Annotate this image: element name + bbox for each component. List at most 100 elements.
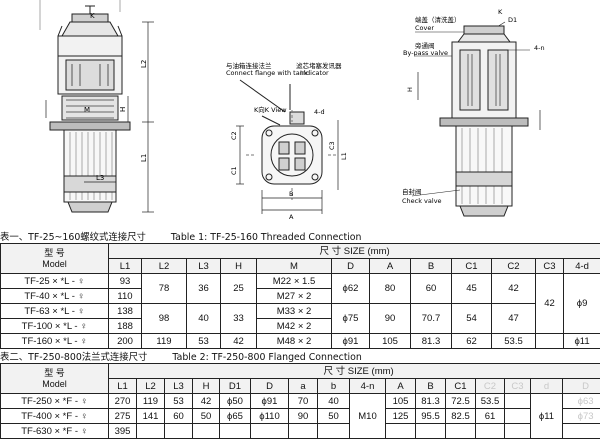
cell-c1: 82.5 <box>446 409 476 424</box>
col-c3: C3 <box>536 259 564 274</box>
row-model: TF-250 × *F - ♀ <box>1 394 109 409</box>
cell-l3: 53 <box>187 334 221 349</box>
col-d: D <box>251 379 289 394</box>
d2-label-indicator-en: Indicator <box>300 69 329 77</box>
d3-label-cover-cn: 端盖（清洗盖） <box>415 15 461 24</box>
cell-l2: 119 <box>142 334 187 349</box>
cell-h: 33 <box>221 304 257 334</box>
cell-c1: 72.5 <box>446 394 476 409</box>
cell-c1: 62 <box>452 334 492 349</box>
d2-label-c3: C3 <box>328 141 336 150</box>
row-model: TF-40 × *L - ♀ <box>1 289 109 304</box>
cell-c3 <box>505 394 531 409</box>
d2-label-kview: K向K View <box>254 105 287 114</box>
col-b-lower: b <box>318 379 350 394</box>
table2-model-header: 型 号 Model <box>1 364 109 394</box>
col-l3: L3 <box>165 379 193 394</box>
d1-label-h: H <box>119 107 127 112</box>
col-c1: C1 <box>452 259 492 274</box>
flange-top-view <box>236 80 338 214</box>
table1-caption-cn: 表一、TF-25~160螺纹式连接尺寸 <box>0 232 146 243</box>
col-4d: 4-d <box>564 259 600 274</box>
cell-l2: 119 <box>137 394 165 409</box>
d1-label-l2: L2 <box>140 60 148 68</box>
cell-l1: 200 <box>109 334 142 349</box>
col-4n: 4-n <box>350 379 386 394</box>
d3-label-k: K <box>498 8 503 16</box>
cell-a-lower: 90 <box>289 409 318 424</box>
d2-label-c1: C1 <box>230 166 238 175</box>
cell-m: M42 × 2 <box>257 319 332 334</box>
cell-b: 60 <box>411 274 452 304</box>
cell-l1: 110 <box>109 289 142 304</box>
row-model: TF-63 × *L - ♀ <box>1 304 109 319</box>
col-c1: C1 <box>446 379 476 394</box>
row-model: TF-400 × *F - ♀ <box>1 409 109 424</box>
row-model: TF-160 × *L - ♀ <box>1 334 109 349</box>
col-h: H <box>193 379 220 394</box>
cell-d-outer: ϕ63 <box>563 394 600 409</box>
cell-l2: 141 <box>137 409 165 424</box>
cell-d-outer: ϕ73 <box>563 409 600 424</box>
table-row: TF-160 × *L - ♀ 200 119 53 42 M48 × 2 ϕ9… <box>1 334 600 349</box>
cell-4d: ϕ9 <box>564 274 600 334</box>
cell-c2: 47 <box>492 304 536 334</box>
cell-l1: 270 <box>109 394 137 409</box>
col-c2: C2 <box>492 259 536 274</box>
cell-b: 81.3 <box>411 334 452 349</box>
cell-c2: 42 <box>492 274 536 304</box>
d1-label-l1: L1 <box>140 154 148 162</box>
cell-l1: 275 <box>109 409 137 424</box>
d3-label-check-cn: 自封阀 <box>402 187 422 196</box>
cell-d: ϕ91 <box>251 394 289 409</box>
table2-caption-en: Table 2: TF-250-800 Flanged Connection <box>172 352 361 363</box>
row-model: TF-630 × *F - ♀ <box>1 424 109 439</box>
cell-c3: 42 <box>536 274 564 334</box>
cell-c2: 53.5 <box>492 334 536 349</box>
col-d: D <box>332 259 370 274</box>
table-row: TF-250 × *F - ♀ 270 119 53 42 ϕ50 ϕ91 70… <box>1 394 600 409</box>
d1-label-l3: L3 <box>96 174 104 182</box>
cell-a-lower: 70 <box>289 394 318 409</box>
cell-b: 70.7 <box>411 304 452 334</box>
table-row: TF-63 × *L - ♀ 138 98 40 33 M33 × 2 ϕ75 … <box>1 304 600 319</box>
cell-b-lower: 40 <box>318 394 350 409</box>
cell-a: 105 <box>386 394 416 409</box>
cell-4d: ϕ11 <box>564 334 600 349</box>
table-row: TF-25 × *L - ♀ 93 78 36 25 M22 × 1.5 ϕ62… <box>1 274 600 289</box>
table1-caption: 表一、TF-25~160螺纹式连接尺寸 Table 1: TF-25-160 T… <box>0 229 361 243</box>
cell-l2: 98 <box>142 304 187 334</box>
cell-b: 95.5 <box>416 409 446 424</box>
cell-a: 90 <box>370 304 411 334</box>
cell-m: M22 × 1.5 <box>257 274 332 289</box>
table2-flanged-connection: 型 号 Model 尺 寸 SIZE (mm) L1 L2 L3 H D1 D … <box>0 363 600 439</box>
cell-m: M33 × 2 <box>257 304 332 319</box>
cell-h: 42 <box>193 394 220 409</box>
cell-d: ϕ91 <box>332 334 370 349</box>
cell-h: 42 <box>221 334 257 349</box>
col-m: M <box>257 259 332 274</box>
col-d-outer: D <box>563 379 600 394</box>
cell-d1: ϕ65 <box>220 409 251 424</box>
cell-m: M27 × 2 <box>257 289 332 304</box>
cell-d: ϕ75 <box>332 304 370 334</box>
cell-4n: M10 <box>350 394 386 439</box>
d3-label-check-en: Check valve <box>402 197 442 205</box>
col-a: A <box>386 379 416 394</box>
col-a: A <box>370 259 411 274</box>
col-b: B <box>416 379 446 394</box>
cell-a: 125 <box>386 409 416 424</box>
cell-a: 80 <box>370 274 411 304</box>
d3-label-cover-en: Cover <box>415 24 434 32</box>
cell-d: ϕ110 <box>251 409 289 424</box>
cell-c1: 54 <box>452 304 492 334</box>
cell-c2: 53.5 <box>476 394 505 409</box>
cell-c3 <box>505 409 531 424</box>
table2-caption-cn: 表二、TF-250-800法兰式连接尺寸 <box>0 352 147 363</box>
cell-h: 50 <box>193 409 220 424</box>
table-row: TF-630 × *F - ♀ 395 <box>1 424 600 439</box>
cell-l3: 60 <box>165 409 193 424</box>
d2-label-4d: 4-d <box>314 108 325 116</box>
cell-d-lower: ϕ11 <box>531 394 563 439</box>
cell-l3: 40 <box>187 304 221 334</box>
